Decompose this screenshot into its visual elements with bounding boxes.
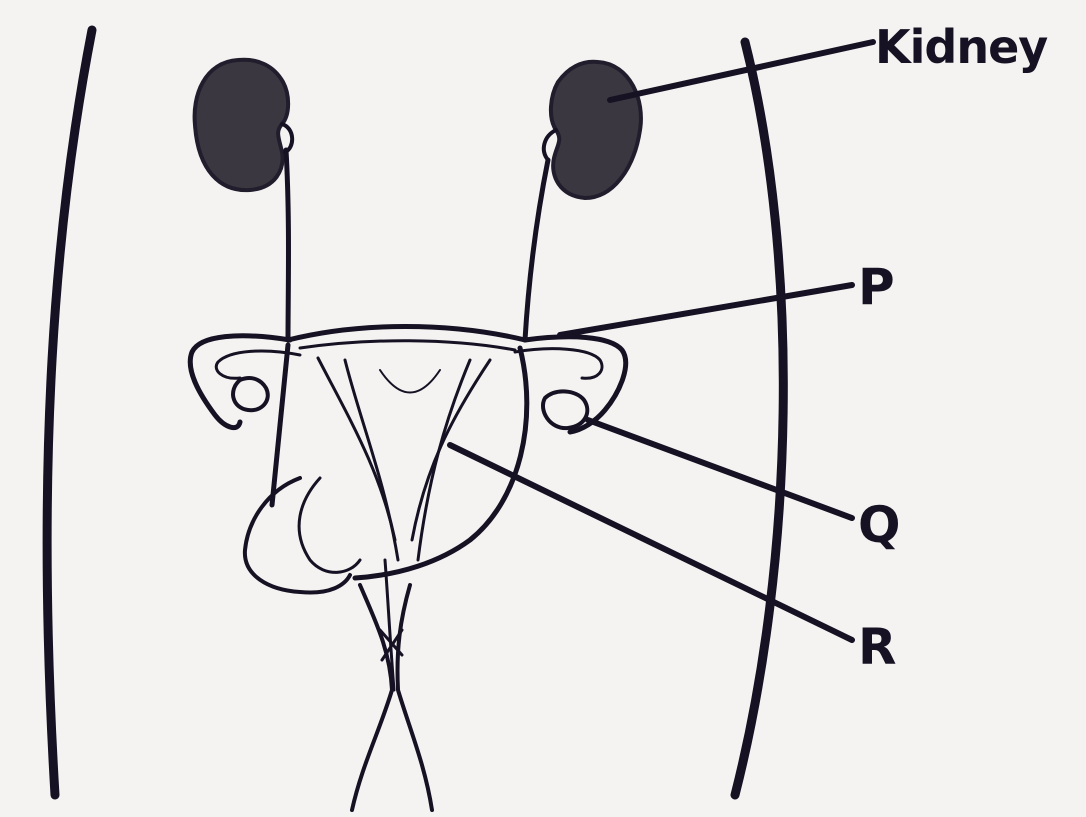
body-outline-left bbox=[47, 30, 92, 795]
right-ovary bbox=[543, 391, 587, 428]
uterus-left-wall bbox=[272, 345, 288, 505]
left-ovary bbox=[233, 378, 268, 410]
leader-p bbox=[560, 285, 852, 335]
label-q: Q bbox=[858, 500, 901, 550]
label-p: P bbox=[858, 262, 895, 312]
left-kidney bbox=[195, 60, 289, 190]
uterus-fundus bbox=[288, 327, 525, 341]
uterine-cavity-left-2 bbox=[345, 360, 398, 560]
right-fallopian-tube-inner bbox=[515, 349, 602, 379]
right-ureter bbox=[525, 160, 548, 340]
vagina-right bbox=[398, 585, 433, 810]
leader-r bbox=[450, 445, 852, 640]
uterus-fundus-inner bbox=[300, 341, 515, 350]
left-ureter bbox=[286, 150, 289, 340]
label-kidney: Kidney bbox=[875, 24, 1047, 70]
right-kidney bbox=[551, 62, 641, 198]
lower-left-inner-loop bbox=[299, 478, 360, 572]
leader-kidney bbox=[610, 42, 873, 100]
label-r: R bbox=[858, 622, 897, 672]
uterine-cavity-center bbox=[380, 370, 440, 393]
uterine-cavity-left bbox=[318, 358, 395, 540]
leader-q bbox=[588, 420, 852, 518]
bladder-outline bbox=[355, 348, 527, 578]
lower-left-loop bbox=[245, 478, 350, 593]
uterine-cavity-right-2 bbox=[418, 360, 470, 560]
vagina-left bbox=[352, 585, 392, 810]
body-outline-right bbox=[735, 42, 783, 795]
